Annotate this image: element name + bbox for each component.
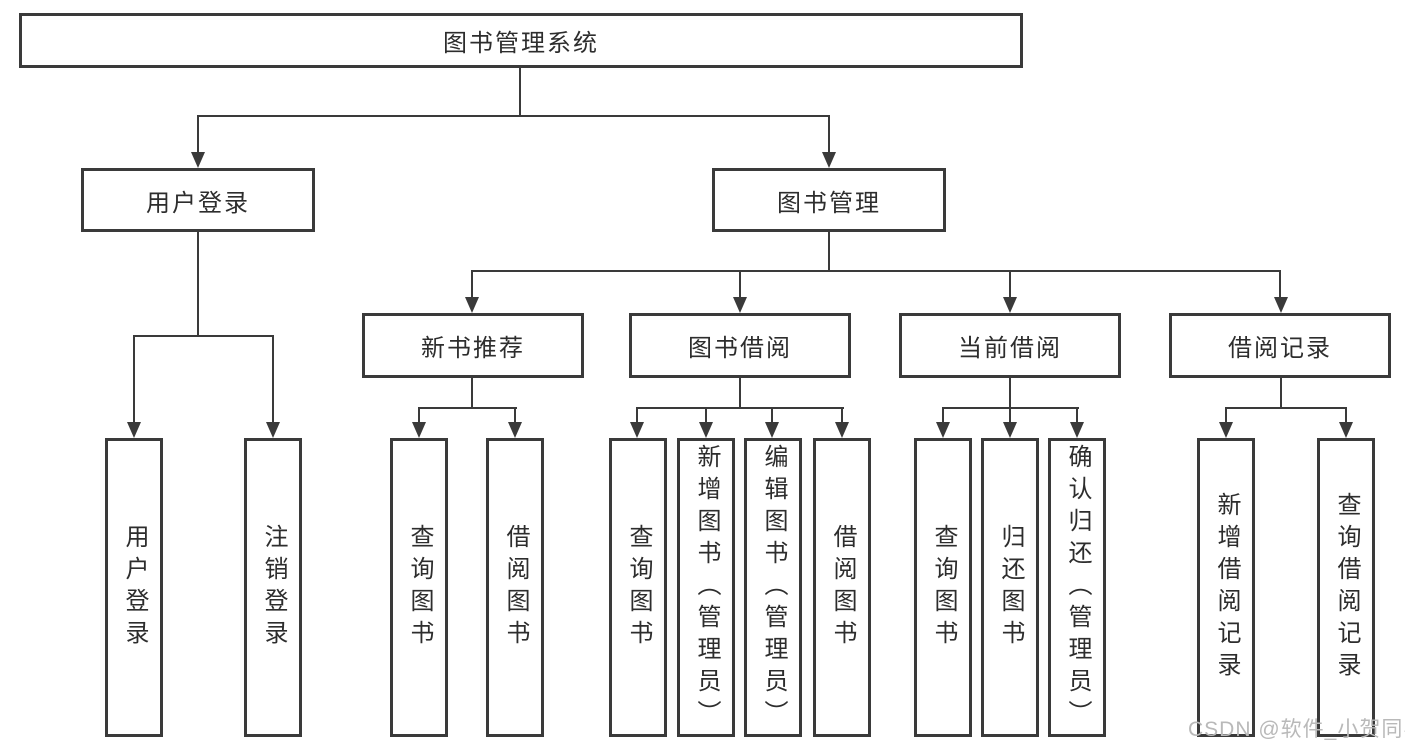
arrow-down-icon [412, 422, 426, 438]
connector-line [739, 378, 741, 409]
arrow-down-icon [936, 422, 950, 438]
leaf-user-login: 用户登录 [105, 438, 163, 737]
leaf-query-books-current: 查询图书 [914, 438, 972, 737]
leaf-query-books-borrow: 查询图书 [609, 438, 667, 737]
connector-line [1009, 407, 1011, 427]
connector-line [133, 335, 135, 427]
connector-line [519, 68, 521, 117]
arrow-down-icon [822, 152, 836, 168]
connector-line [471, 270, 1281, 272]
connector-line [272, 335, 274, 427]
connector-line [771, 407, 773, 427]
node-borrow-records: 借阅记录 [1169, 313, 1391, 378]
leaf-add-borrow-record: 新增借阅记录 [1197, 438, 1255, 737]
arrow-down-icon [1339, 422, 1353, 438]
connector-line [1345, 407, 1347, 427]
connector-line [418, 407, 517, 409]
connector-line [1279, 270, 1281, 302]
connector-line [636, 407, 844, 409]
leaf-query-books-recommend: 查询图书 [390, 438, 448, 737]
connector-line [197, 115, 199, 157]
arrow-down-icon [630, 422, 644, 438]
arrow-down-icon [191, 152, 205, 168]
leaf-return-book: 归还图书 [981, 438, 1039, 737]
arrow-down-icon [1274, 297, 1288, 313]
node-book-borrow: 图书借阅 [629, 313, 851, 378]
connector-line [197, 232, 199, 337]
leaf-logout: 注销登录 [244, 438, 302, 737]
arrow-down-icon [835, 422, 849, 438]
arrow-down-icon [1219, 422, 1233, 438]
watermark: CSDN @软件_小贺同学 [1188, 718, 1405, 741]
leaf-add-book-admin: 新增图书（管理员） [677, 438, 735, 737]
node-root: 图书管理系统 [19, 13, 1023, 68]
connector-line [1225, 407, 1227, 427]
connector-line [828, 232, 830, 272]
arrow-down-icon [699, 422, 713, 438]
leaf-borrow-books: 借阅图书 [813, 438, 871, 737]
connector-line [471, 270, 473, 302]
leaf-query-borrow-record: 查询借阅记录 [1317, 438, 1375, 737]
connector-line [942, 407, 944, 427]
connector-line [1225, 407, 1347, 409]
connector-line [197, 115, 830, 117]
connector-line [418, 407, 420, 427]
arrow-down-icon [1003, 422, 1017, 438]
connector-line [739, 270, 741, 302]
node-current-borrow: 当前借阅 [899, 313, 1121, 378]
arrow-down-icon [765, 422, 779, 438]
connector-line [1280, 378, 1282, 409]
arrow-down-icon [266, 422, 280, 438]
connector-line [1009, 270, 1011, 302]
node-book-management: 图书管理 [712, 168, 946, 232]
connector-line [841, 407, 843, 427]
node-new-book-recommend: 新书推荐 [362, 313, 584, 378]
connector-line [133, 335, 274, 337]
leaf-confirm-return-admin: 确认归还（管理员） [1048, 438, 1106, 737]
arrow-down-icon [508, 422, 522, 438]
connector-line [471, 378, 473, 409]
leaf-edit-book-admin: 编辑图书（管理员） [744, 438, 802, 737]
connector-line [636, 407, 638, 427]
arrow-down-icon [1003, 297, 1017, 313]
connector-line [514, 407, 516, 427]
arrow-down-icon [733, 297, 747, 313]
connector-line [1076, 407, 1078, 427]
connector-line [705, 407, 707, 427]
node-user-login: 用户登录 [81, 168, 315, 232]
connector-line [828, 115, 830, 157]
connector-line [1009, 378, 1011, 409]
arrow-down-icon [465, 297, 479, 313]
arrow-down-icon [127, 422, 141, 438]
leaf-borrow-books-recommend: 借阅图书 [486, 438, 544, 737]
arrow-down-icon [1070, 422, 1084, 438]
